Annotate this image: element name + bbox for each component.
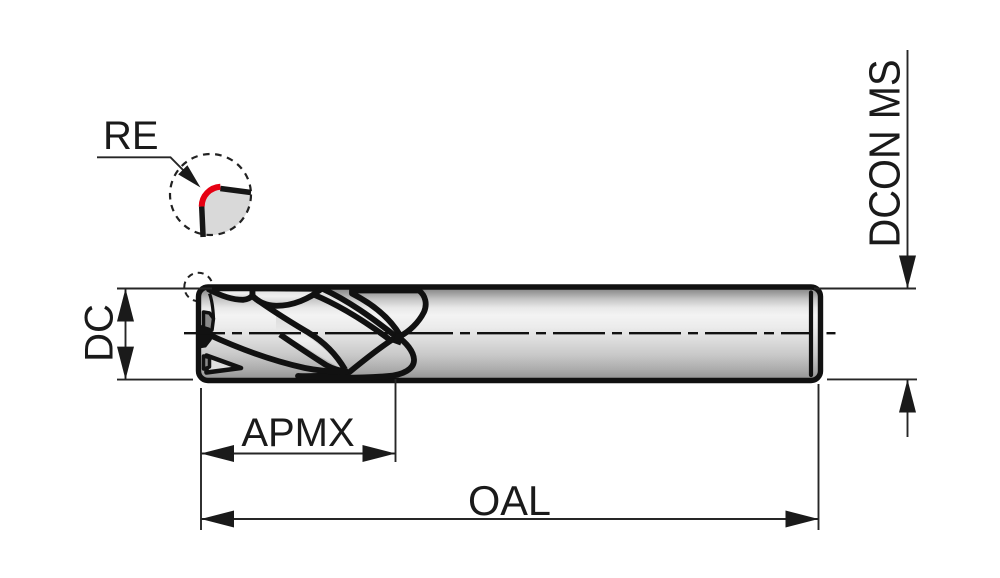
svg-text:APMX: APMX	[241, 411, 354, 455]
svg-text:DC: DC	[78, 304, 122, 362]
svg-text:OAL: OAL	[468, 477, 551, 524]
svg-text:DCON MS: DCON MS	[861, 60, 910, 248]
svg-text:RE: RE	[103, 114, 159, 158]
